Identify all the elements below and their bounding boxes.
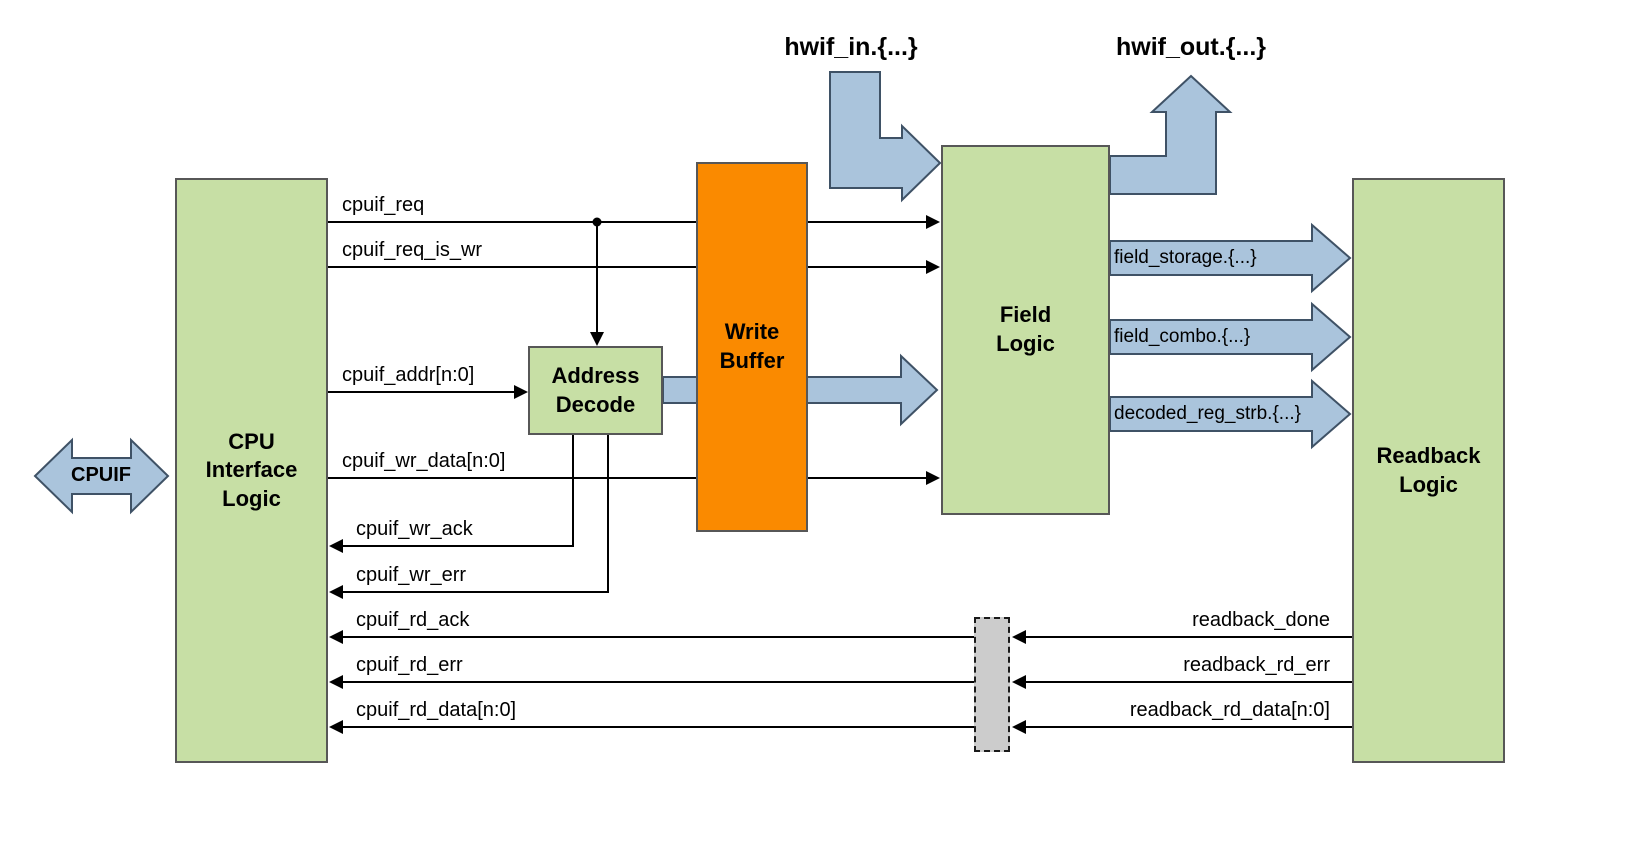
cpuif-bidirectional-arrow <box>33 437 170 515</box>
readback-logic-label: Readback Logic <box>1376 442 1481 497</box>
wire-cpuif-rd-ack <box>329 630 1352 644</box>
field-storage-arrow <box>1109 222 1352 294</box>
address-decode-block: Address Decode <box>528 346 663 435</box>
hwif-out-label: hwif_out.{...} <box>1116 33 1266 61</box>
cpuif-addr-label: cpuif_addr[n:0] <box>342 364 475 386</box>
cpuif-label: CPUIF <box>71 464 131 486</box>
field-combo-arrow <box>1109 301 1352 373</box>
cpuif-req-is-wr-label: cpuif_req_is_wr <box>342 239 483 261</box>
readback-logic-block: Readback Logic <box>1352 178 1505 763</box>
write-buffer-label: Write Buffer <box>719 319 785 373</box>
cpuif-rd-ack-label: cpuif_rd_ack <box>356 609 470 631</box>
hwif-out-arrow <box>1109 74 1233 195</box>
wire-cpuif-req <box>328 215 940 346</box>
field-combo-bus-label: field_combo.{...} <box>1114 326 1251 347</box>
cpuif-rd-err-label: cpuif_rd_err <box>356 654 463 676</box>
decoded-reg-strb-arrow <box>1109 378 1352 450</box>
wire-cpuif-wr-err <box>329 435 609 599</box>
readback-retime-stage-block <box>974 617 1010 752</box>
wire-cpuif-rd-data <box>329 720 1352 734</box>
readback-done-label: readback_done <box>1192 609 1330 631</box>
wire-cpuif-addr <box>328 385 528 399</box>
hwif-in-arrow <box>829 71 942 203</box>
cpuif-wr-ack-label: cpuif_wr_ack <box>356 518 473 540</box>
cpu-interface-logic-label: CPU Interface Logic <box>205 428 298 511</box>
wire-cpuif-req-is-wr <box>328 260 940 274</box>
write-buffer-block: Write Buffer <box>696 162 808 532</box>
cpuif-wr-err-label: cpuif_wr_err <box>356 564 467 586</box>
wire-cpuif-wr-ack <box>329 435 574 553</box>
readback-rd-data-label: readback_rd_data[n:0] <box>1129 699 1330 721</box>
cpu-interface-logic-block: CPU Interface Logic <box>175 178 328 763</box>
field-logic-label: Field Logic <box>996 302 1055 356</box>
readback-rd-err-label: readback_rd_err <box>1183 654 1330 676</box>
cpuif-req-label: cpuif_req <box>342 194 425 216</box>
address-decode-label: Address Decode <box>551 362 640 417</box>
field-logic-block: Field Logic <box>941 145 1110 515</box>
cpuif-rd-data-label: cpuif_rd_data[n:0] <box>356 699 517 721</box>
hwif-in-label: hwif_in.{...} <box>784 33 918 61</box>
cpuif-wr-data-label: cpuif_wr_data[n:0] <box>342 450 506 472</box>
field-storage-bus-label: field_storage.{...} <box>1114 247 1257 268</box>
wire-cpuif-wr-data <box>328 471 940 485</box>
decoded-reg-strb-bus-label: decoded_reg_strb.{...} <box>1114 403 1301 424</box>
wire-cpuif-rd-err <box>329 675 1352 689</box>
